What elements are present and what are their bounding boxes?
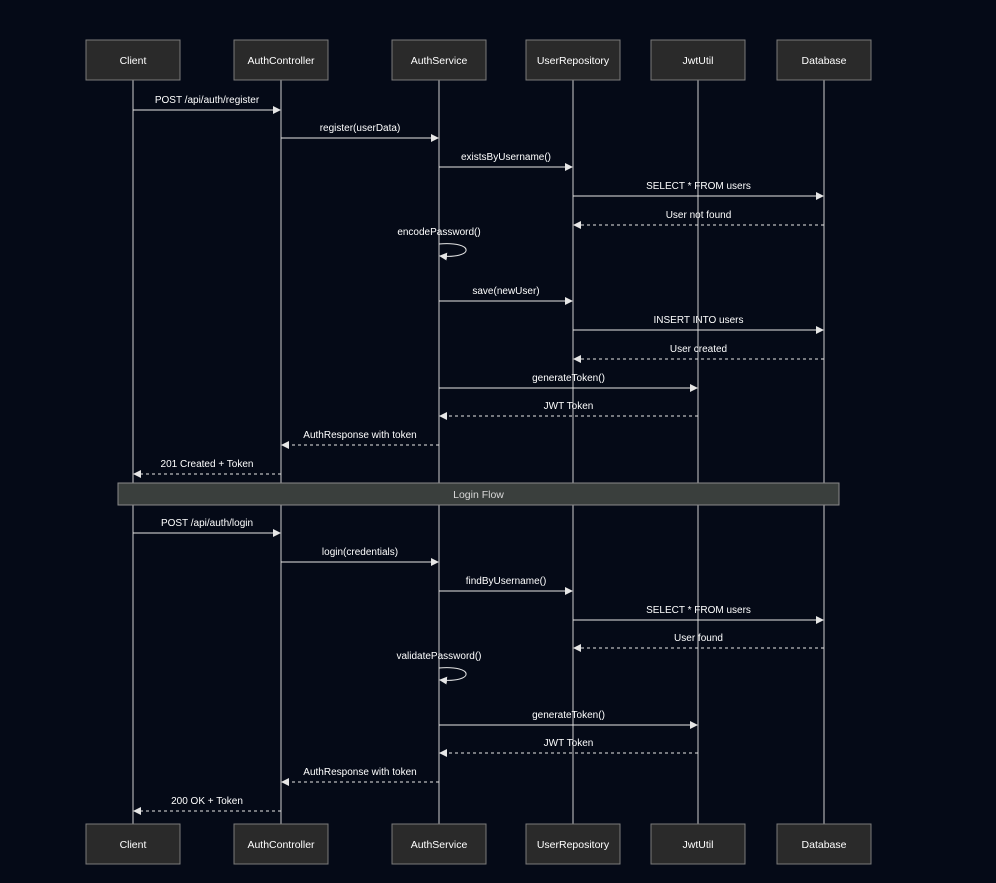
message-16: findByUsername(): [439, 576, 573, 595]
message-18: User found: [573, 633, 824, 652]
message-label: SELECT * FROM users: [646, 605, 751, 616]
participant-box: [233, 823, 329, 865]
participant-userrepository-top: UserRepository: [525, 39, 621, 81]
participant-label: UserRepository: [537, 55, 610, 67]
message-20: generateToken(): [439, 710, 698, 729]
participant-authcontroller-bottom: AuthController: [233, 823, 329, 865]
message-label: login(credentials): [322, 547, 398, 558]
participant-authservice-bottom: AuthService: [391, 823, 487, 865]
message-7: INSERT INTO users: [573, 315, 824, 334]
participant-label: Client: [120, 839, 147, 851]
participant-box: [85, 39, 181, 81]
message-19: validatePassword(): [396, 651, 482, 685]
message-2: existsByUsername(): [439, 152, 573, 171]
message-6: save(newUser): [439, 286, 573, 305]
participant-box: [776, 823, 872, 865]
message-label: User created: [670, 344, 727, 355]
participant-database-top: Database: [776, 39, 872, 81]
participant-label: Client: [120, 55, 147, 67]
participant-box: [650, 39, 746, 81]
message-label: validatePassword(): [396, 651, 481, 662]
message-10: JWT Token: [439, 401, 698, 420]
participant-label: JwtUtil: [683, 55, 714, 67]
message-label: existsByUsername(): [461, 152, 551, 163]
message-14: POST /api/auth/login: [133, 518, 281, 537]
participant-box: [525, 823, 621, 865]
message-label: 201 Created + Token: [161, 459, 254, 470]
message-3: SELECT * FROM users: [573, 181, 824, 200]
note-login-flow: Login Flow: [117, 482, 840, 506]
message-label: findByUsername(): [466, 576, 547, 587]
message-label: INSERT INTO users: [653, 315, 743, 326]
message-label: JWT Token: [544, 401, 594, 412]
message-label: register(userData): [320, 123, 401, 134]
message-21: JWT Token: [439, 738, 698, 757]
participant-jwtutil-bottom: JwtUtil: [650, 823, 746, 865]
participant-authcontroller-top: AuthController: [233, 39, 329, 81]
self-message-arrow: [438, 243, 467, 261]
participant-label: Database: [802, 839, 847, 851]
participant-database-bottom: Database: [776, 823, 872, 865]
message-label: generateToken(): [532, 373, 605, 384]
participant-label: AuthService: [411, 839, 468, 851]
message-9: generateToken(): [439, 373, 698, 392]
message-5: encodePassword(): [397, 227, 481, 261]
participant-client-top: Client: [85, 39, 181, 81]
self-message-arrow: [438, 667, 467, 685]
participant-authservice-top: AuthService: [391, 39, 487, 81]
message-23: 200 OK + Token: [133, 796, 281, 815]
message-12: 201 Created + Token: [133, 459, 281, 478]
participant-box: [391, 823, 487, 865]
participant-label: AuthController: [247, 55, 315, 67]
participant-box: [391, 39, 487, 81]
participant-box: [650, 823, 746, 865]
message-label: save(newUser): [472, 286, 539, 297]
message-11: AuthResponse with token: [281, 430, 439, 449]
message-4: User not found: [573, 210, 824, 229]
message-label: encodePassword(): [397, 227, 480, 238]
participant-box: [85, 823, 181, 865]
message-17: SELECT * FROM users: [573, 605, 824, 624]
message-label: POST /api/auth/login: [161, 518, 253, 529]
message-22: AuthResponse with token: [281, 767, 439, 786]
message-label: generateToken(): [532, 710, 605, 721]
participant-box: [525, 39, 621, 81]
message-label: POST /api/auth/register: [155, 95, 260, 106]
message-label: User not found: [666, 210, 732, 221]
message-label: 200 OK + Token: [171, 796, 243, 807]
message-15: login(credentials): [281, 547, 439, 566]
participant-label: JwtUtil: [683, 839, 714, 851]
message-label: SELECT * FROM users: [646, 181, 751, 192]
participant-label: UserRepository: [537, 839, 610, 851]
participant-label: AuthController: [247, 839, 315, 851]
message-8: User created: [573, 344, 824, 363]
participant-label: AuthService: [411, 55, 468, 67]
message-label: User found: [674, 633, 723, 644]
participant-jwtutil-top: JwtUtil: [650, 39, 746, 81]
participant-label: Database: [802, 55, 847, 67]
participant-box: [776, 39, 872, 81]
participant-box: [233, 39, 329, 81]
message-label: AuthResponse with token: [303, 430, 416, 441]
message-1: register(userData): [281, 123, 439, 142]
message-0: POST /api/auth/register: [133, 95, 281, 114]
message-label: JWT Token: [544, 738, 594, 749]
participant-client-bottom: Client: [85, 823, 181, 865]
participant-userrepository-bottom: UserRepository: [525, 823, 621, 865]
note-box: [117, 482, 840, 506]
message-label: AuthResponse with token: [303, 767, 416, 778]
note-label: Login Flow: [453, 489, 504, 501]
